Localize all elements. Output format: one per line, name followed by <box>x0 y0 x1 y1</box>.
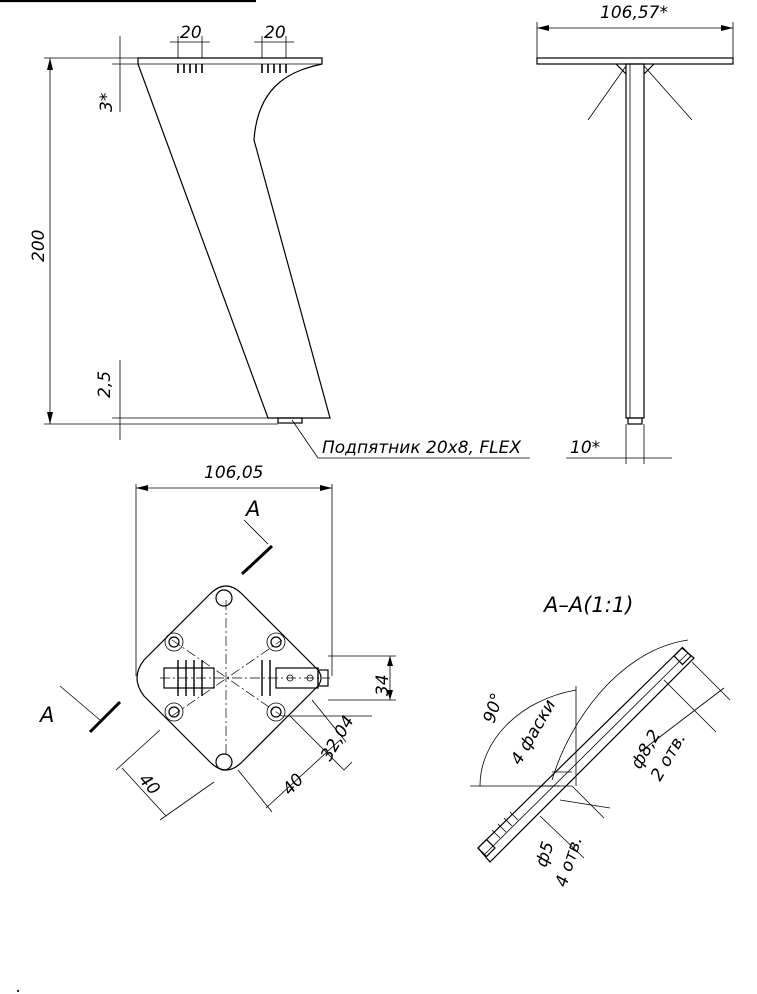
dim-top-right: 20 <box>264 23 286 43</box>
hole-bl <box>168 706 180 718</box>
top-plate <box>536 57 734 65</box>
dim-top-left: 20 <box>180 23 202 43</box>
hole-br <box>270 706 282 718</box>
section-plate <box>477 647 695 863</box>
plan-plate <box>136 585 322 771</box>
weld-marks <box>177 64 287 73</box>
dim-chamfer: 4 фаски <box>507 696 560 768</box>
pad-callout: Подпятник 20х8, FLEX <box>322 438 521 458</box>
section-mark-top: A <box>244 497 260 521</box>
section-view: А–А(1:1) 90° 4 фаски ф8,2 2 отв. ф5 4 от <box>470 593 731 890</box>
dim-height: 200 <box>29 230 49 262</box>
hole-top <box>215 589 233 607</box>
tube <box>625 63 645 419</box>
dim-plate-thickness: 3* <box>97 93 117 112</box>
dim-pad: 2,5 <box>95 371 115 398</box>
foot-pad <box>277 417 303 424</box>
tube-pad <box>627 417 643 425</box>
tube-footprint <box>163 667 215 689</box>
dim-side-left: 40 <box>134 770 163 799</box>
side-view: 20 20 3* 200 2,5 Подпятник 20х8, FLEX <box>29 23 530 459</box>
leg-profile <box>137 57 331 419</box>
dim-hole-small-count: 4 отв. <box>552 834 587 890</box>
section-title: А–А(1:1) <box>542 593 633 617</box>
dim-plan-width: 106,05 <box>204 463 263 483</box>
dim-side-bottom: 40 <box>279 770 308 799</box>
hole-tl <box>168 636 180 648</box>
hole-bottom <box>215 753 233 771</box>
dim-hole-small: ф5 <box>532 839 559 869</box>
dim-plate-width: 106,57* <box>600 3 668 23</box>
dim-tube: 10* <box>570 438 600 458</box>
dim-plan-diagonal: 32,04 <box>317 712 359 764</box>
hole-tr <box>270 636 282 648</box>
plan-view: 106,05 A A <box>38 463 396 821</box>
section-mark-left: A <box>38 703 54 727</box>
dim-plan-height: 34 <box>373 674 393 696</box>
dim-angle: 90° <box>480 691 508 726</box>
footer-mark: . <box>16 977 21 994</box>
front-view: 106,57* 10* <box>536 3 734 464</box>
